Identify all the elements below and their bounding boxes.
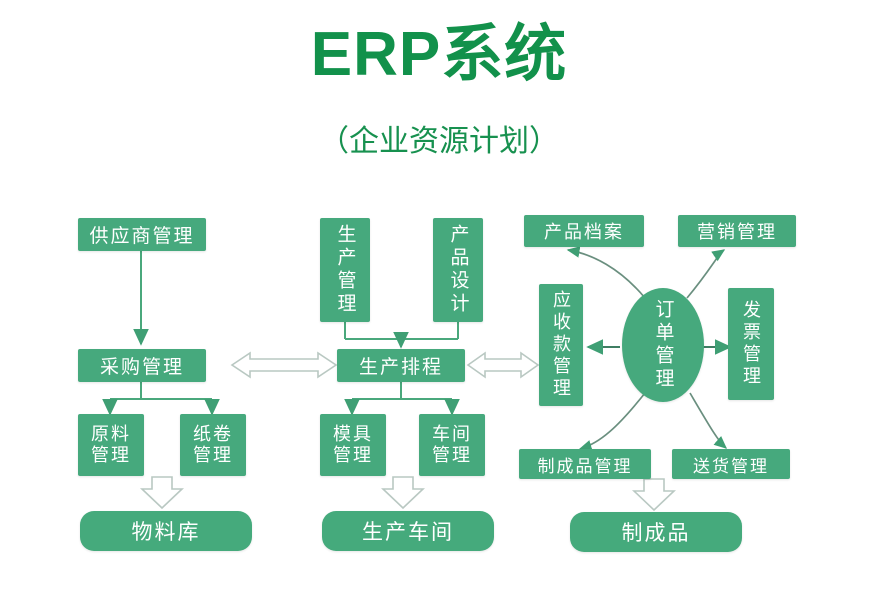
- node-label: 生产车间: [362, 521, 454, 544]
- node-product-archive[interactable]: 产品档案: [524, 215, 644, 247]
- block-arrow-to-material-warehouse: [139, 476, 185, 510]
- node-label: 物料库: [131, 521, 201, 544]
- node-supplier-management[interactable]: 供应商管理: [78, 218, 206, 251]
- node-label: 应收款管理: [551, 290, 571, 400]
- curve-order-to-marketing: [686, 249, 726, 299]
- node-label: 发票管理: [741, 300, 761, 388]
- block-arrow-purchase-scheduling: [230, 351, 338, 379]
- node-mould-management[interactable]: 模具管理: [320, 414, 386, 476]
- node-marketing-management[interactable]: 营销管理: [678, 215, 796, 247]
- node-finished-goods[interactable]: 制成品: [570, 512, 742, 552]
- node-delivery-management[interactable]: 送货管理: [672, 449, 790, 479]
- node-product-design[interactable]: 产品设计: [433, 218, 483, 322]
- node-label: 采购管理: [99, 357, 184, 378]
- curve-order-to-finished-goods-mgmt: [578, 392, 646, 452]
- node-production-scheduling[interactable]: 生产排程: [337, 349, 465, 382]
- node-raw-material-management[interactable]: 原料管理: [78, 414, 144, 476]
- page-subtitle: （企业资源计划）: [319, 125, 559, 158]
- block-arrow-scheduling-receivables: [466, 351, 540, 379]
- node-label: 车间管理: [432, 424, 472, 465]
- block-arrow-to-finished-goods: [631, 478, 677, 512]
- node-invoice-management[interactable]: 发票管理: [728, 288, 774, 400]
- node-receivables-management[interactable]: 应收款管理: [539, 284, 583, 406]
- node-workshop-management[interactable]: 车间管理: [419, 414, 485, 476]
- node-order-management[interactable]: 订单管理: [622, 288, 704, 402]
- link-scheduling-split: [351, 381, 453, 410]
- link-purchase-split: [109, 381, 213, 411]
- block-arrow-to-production-workshop: [380, 476, 426, 510]
- node-label: 原料管理: [91, 424, 131, 465]
- curve-order-to-delivery: [689, 392, 728, 449]
- node-label: 供应商管理: [89, 226, 195, 247]
- node-label: 订单管理: [652, 299, 674, 391]
- page-title: ERP系统: [310, 20, 568, 89]
- node-label: 制成品管理: [537, 456, 633, 476]
- node-production-workshop[interactable]: 生产车间: [322, 511, 494, 551]
- node-label: 产品设计: [447, 224, 469, 316]
- node-label: 生产管理: [334, 224, 356, 316]
- node-label: 送货管理: [693, 456, 769, 476]
- node-label: 制成品: [621, 522, 691, 545]
- link-prodmgmt-design-merge: [344, 322, 459, 340]
- node-production-management[interactable]: 生产管理: [320, 218, 370, 322]
- node-paper-roll-management[interactable]: 纸卷管理: [180, 414, 246, 476]
- node-label: 产品档案: [544, 222, 624, 242]
- node-label: 生产排程: [358, 357, 443, 378]
- node-finished-goods-management[interactable]: 制成品管理: [519, 449, 651, 479]
- node-label: 营销管理: [697, 222, 777, 242]
- node-label: 纸卷管理: [193, 424, 233, 465]
- node-material-warehouse[interactable]: 物料库: [80, 511, 252, 551]
- node-purchase-management[interactable]: 采购管理: [78, 349, 206, 382]
- node-label: 模具管理: [333, 424, 373, 465]
